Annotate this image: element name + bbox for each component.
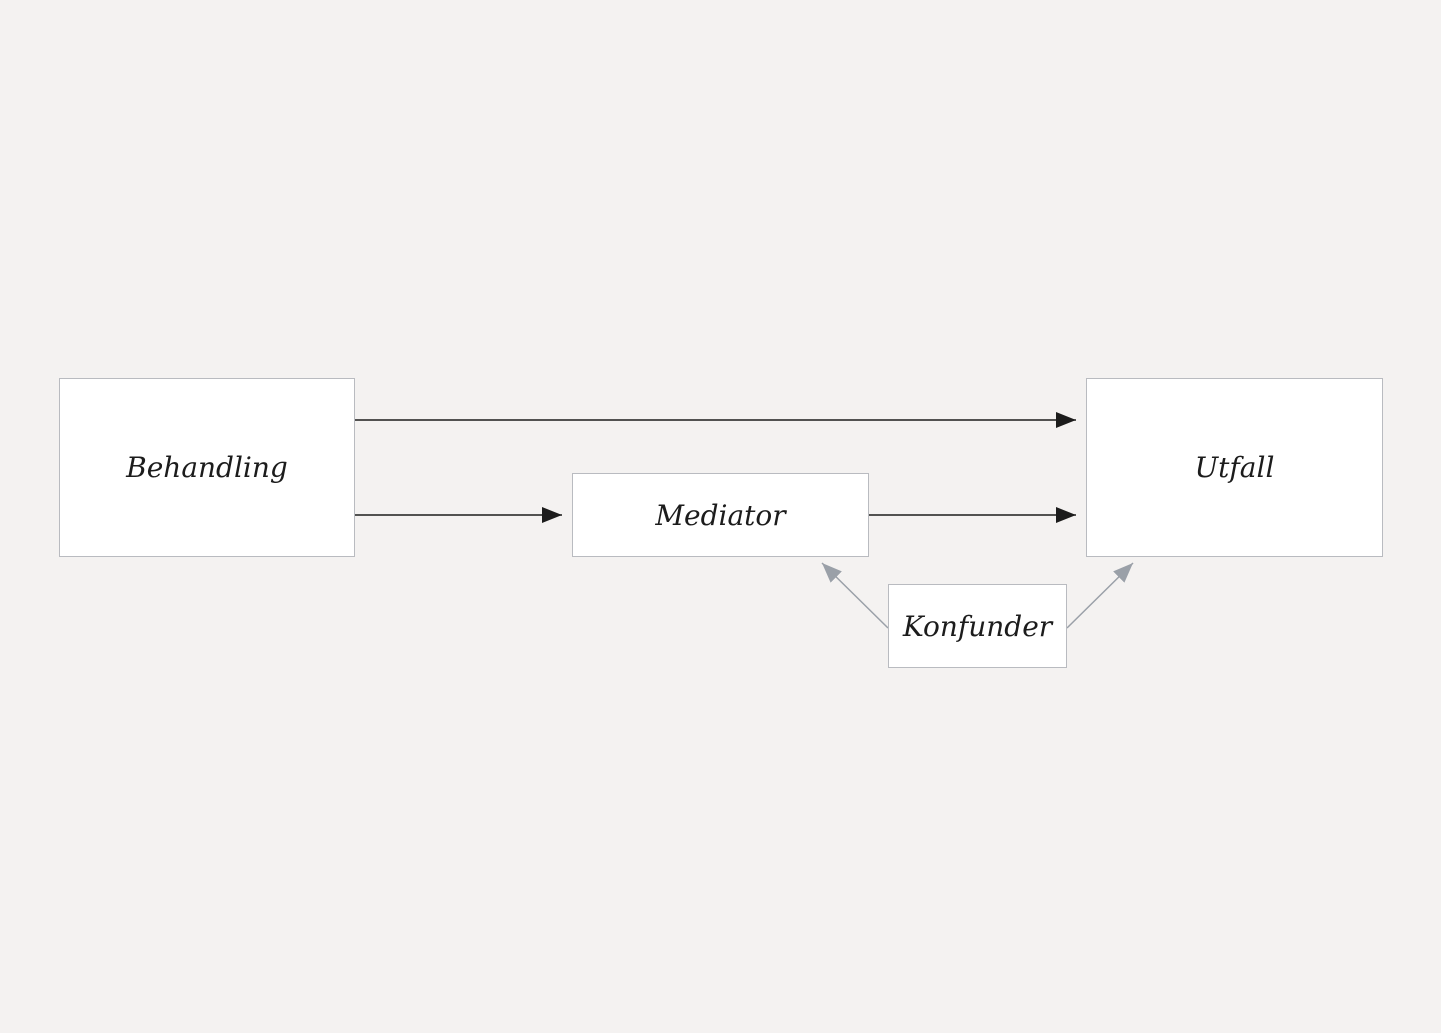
edge-konfunder-to-utfall (1066, 562, 1134, 629)
node-utfall: Utfall (1086, 378, 1383, 557)
node-mediator: Mediator (572, 473, 869, 557)
node-behandling: Behandling (59, 378, 355, 557)
node-konfunder: Konfunder (888, 584, 1067, 668)
node-label-utfall: Utfall (1194, 451, 1275, 484)
node-label-konfunder: Konfunder (902, 609, 1053, 643)
node-label-behandling: Behandling (126, 451, 288, 484)
edge-konfunder-to-mediator (821, 562, 889, 629)
node-label-mediator: Mediator (655, 498, 786, 532)
